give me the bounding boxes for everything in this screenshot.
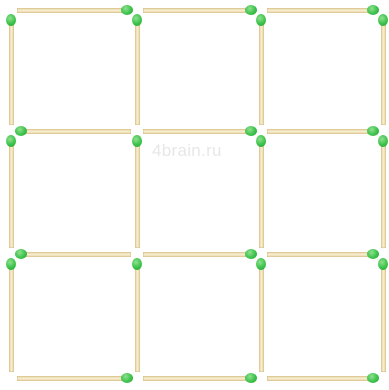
- matchstick-h-r1-c0[interactable]: [17, 126, 131, 136]
- matchstick-body: [9, 260, 14, 372]
- matchstick-h-r0-c0[interactable]: [17, 5, 131, 15]
- matchstick-body: [143, 8, 255, 13]
- match-head-icon: [378, 14, 388, 26]
- matchstick-h-r0-c1[interactable]: [143, 5, 255, 15]
- match-head-icon: [121, 5, 133, 15]
- matchstick-body: [259, 137, 264, 248]
- matchstick-body: [267, 252, 377, 257]
- matchstick-body: [143, 376, 255, 381]
- matchstick-body: [135, 137, 140, 248]
- matchstick-h-r1-c1[interactable]: [143, 126, 255, 136]
- matchstick-h-r2-c2[interactable]: [267, 249, 377, 259]
- matchstick-v-r0-c3[interactable]: [378, 16, 388, 125]
- matchstick-body: [259, 16, 264, 125]
- watermark-text: 4brain.ru: [152, 141, 222, 161]
- matchstick-v-r2-c0[interactable]: [6, 260, 16, 372]
- matchstick-body: [143, 252, 255, 257]
- match-head-icon: [256, 135, 266, 147]
- matchstick-body: [17, 129, 131, 134]
- matchstick-h-r2-c0[interactable]: [17, 249, 131, 259]
- match-head-icon: [15, 249, 27, 259]
- matchstick-body: [17, 252, 131, 257]
- matchstick-v-r1-c0[interactable]: [6, 137, 16, 248]
- match-head-icon: [6, 258, 16, 270]
- matchstick-v-r2-c2[interactable]: [256, 260, 266, 372]
- matchstick-body: [381, 260, 386, 372]
- matchstick-body: [17, 8, 131, 13]
- match-head-icon: [245, 373, 257, 383]
- matchstick-v-r0-c0[interactable]: [6, 16, 16, 125]
- matchstick-body: [9, 137, 14, 248]
- match-head-icon: [378, 135, 388, 147]
- matchstick-body: [267, 8, 377, 13]
- matchstick-body: [17, 376, 131, 381]
- matchstick-body: [267, 376, 377, 381]
- match-head-icon: [245, 249, 257, 259]
- matchstick-v-r2-c1[interactable]: [132, 260, 142, 372]
- match-head-icon: [367, 5, 379, 15]
- matchstick-body: [9, 16, 14, 125]
- match-head-icon: [245, 126, 257, 136]
- matchstick-body: [135, 16, 140, 125]
- matchstick-v-r0-c2[interactable]: [256, 16, 266, 125]
- match-head-icon: [256, 258, 266, 270]
- match-head-icon: [367, 373, 379, 383]
- match-head-icon: [367, 126, 379, 136]
- matchstick-h-r1-c2[interactable]: [267, 126, 377, 136]
- matchstick-body: [259, 260, 264, 372]
- matchstick-body: [381, 16, 386, 125]
- matchstick-v-r1-c3[interactable]: [378, 137, 388, 248]
- matchstick-v-r1-c2[interactable]: [256, 137, 266, 248]
- matchstick-body: [135, 260, 140, 372]
- match-head-icon: [6, 135, 16, 147]
- matchstick-h-r0-c2[interactable]: [267, 5, 377, 15]
- match-head-icon: [132, 135, 142, 147]
- match-head-icon: [245, 5, 257, 15]
- match-head-icon: [132, 14, 142, 26]
- matchstick-body: [381, 137, 386, 248]
- matchstick-h-r3-c2[interactable]: [267, 373, 377, 383]
- match-head-icon: [121, 373, 133, 383]
- matchstick-h-r2-c1[interactable]: [143, 249, 255, 259]
- match-head-icon: [378, 258, 388, 270]
- matchstick-body: [143, 129, 255, 134]
- matchstick-v-r0-c1[interactable]: [132, 16, 142, 125]
- match-head-icon: [256, 14, 266, 26]
- matchstick-h-r3-c1[interactable]: [143, 373, 255, 383]
- match-head-icon: [367, 249, 379, 259]
- matchstick-v-r1-c1[interactable]: [132, 137, 142, 248]
- matchstick-v-r2-c3[interactable]: [378, 260, 388, 372]
- match-head-icon: [132, 258, 142, 270]
- matchstick-body: [267, 129, 377, 134]
- match-head-icon: [6, 14, 16, 26]
- matchstick-h-r3-c0[interactable]: [17, 373, 131, 383]
- match-head-icon: [15, 126, 27, 136]
